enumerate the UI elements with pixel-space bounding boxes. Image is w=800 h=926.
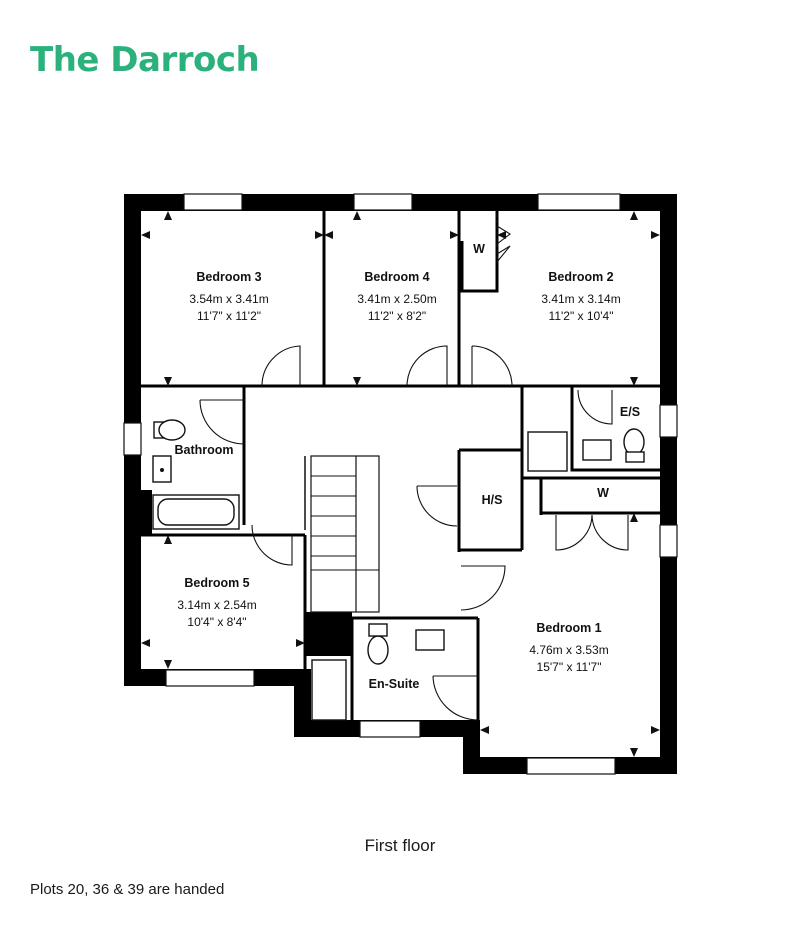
bedroom4-imperial: 11'2" x 8'2" [368, 309, 426, 323]
bedroom1-metric: 4.76m x 3.53m [529, 643, 608, 657]
bedroom2-imperial: 11'2" x 10'4" [549, 309, 614, 323]
bedroom3-metric: 3.54m x 3.41m [189, 292, 268, 306]
bedroom1-imperial: 15'7" x 11'7" [537, 660, 602, 674]
bedroom5-imperial: 10'4" x 8'4" [187, 615, 246, 629]
bedroom1-name: Bedroom 1 [536, 621, 601, 635]
windows [123, 193, 678, 775]
bedroom3-name: Bedroom 3 [196, 270, 261, 284]
wardrobe-b2-name: W [473, 242, 485, 256]
bathroom-name: Bathroom [174, 443, 233, 457]
bedroom3-imperial: 11'7" x 11'2" [197, 309, 261, 323]
bedroom4-metric: 3.41m x 2.50m [357, 292, 436, 306]
plan-title: The Darroch [30, 40, 260, 80]
ensuite-small-name: E/S [620, 405, 640, 419]
hot-store-name: H/S [482, 493, 503, 507]
handed-note: Plots 20, 36 & 39 are handed [30, 881, 225, 898]
bedroom4-name: Bedroom 4 [364, 270, 429, 284]
dimension-arrows [141, 211, 660, 757]
floor-label: First floor [364, 836, 436, 855]
sanitary-fixtures [152, 419, 645, 721]
bedroom2-name: Bedroom 2 [548, 270, 613, 284]
ensuite-main-name: En-Suite [369, 677, 420, 691]
doors [199, 214, 629, 721]
staircase [304, 455, 380, 613]
wardrobe-b1-name: W [597, 486, 609, 500]
bedroom5-name: Bedroom 5 [184, 576, 249, 590]
bedroom5-metric: 3.14m x 2.54m [177, 598, 256, 612]
bedroom2-metric: 3.41m x 3.14m [541, 292, 620, 306]
